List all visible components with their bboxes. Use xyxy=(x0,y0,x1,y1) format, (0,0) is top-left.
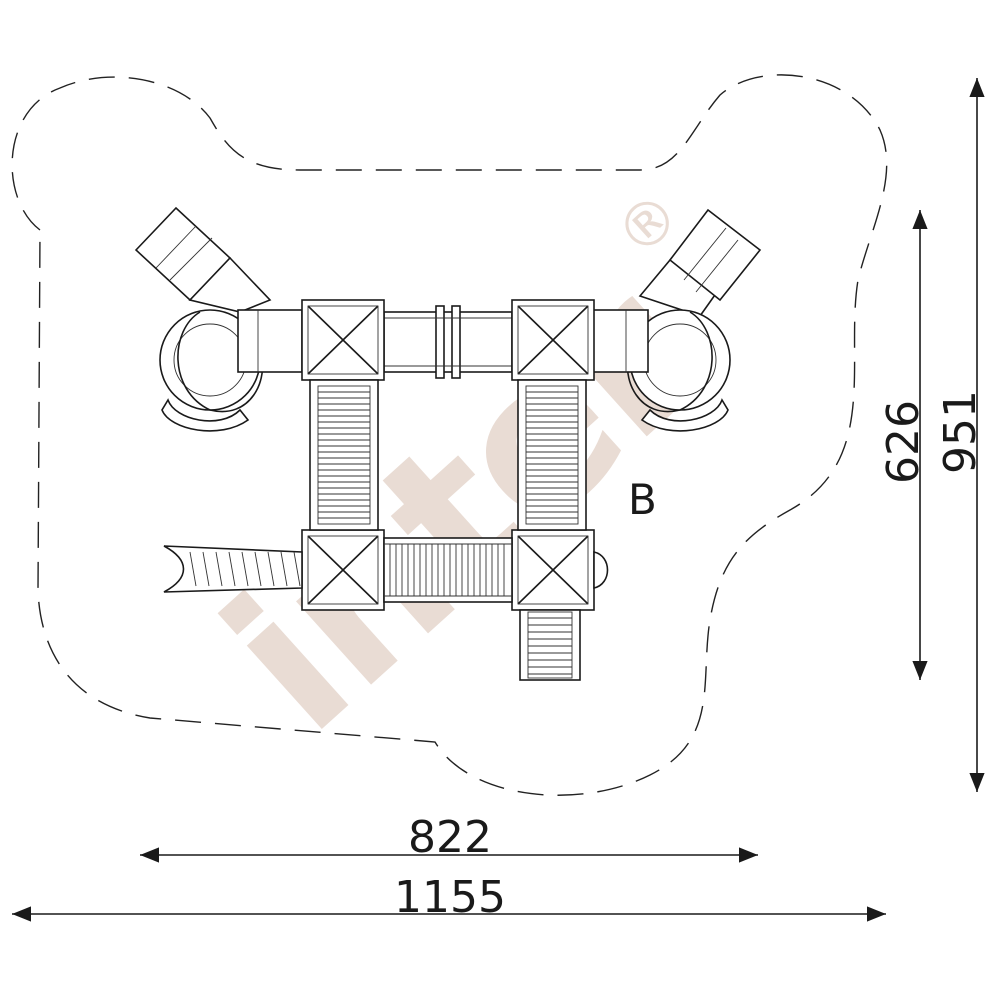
spiral-slide-left xyxy=(134,206,303,432)
dimension-height-outer: 951 xyxy=(935,78,986,792)
zone-label: B xyxy=(628,475,657,524)
dimension-height-inner-label: 626 xyxy=(878,400,929,484)
platform-bottom-right xyxy=(511,529,609,611)
drawing-line xyxy=(202,551,210,587)
platform-top-left xyxy=(301,299,385,381)
drawing-line xyxy=(280,551,288,587)
dimension-height-outer-label: 951 xyxy=(935,390,986,474)
drawing-line xyxy=(241,551,249,587)
dimension-width-outer: 1155 xyxy=(12,872,886,923)
drawing-line xyxy=(267,551,275,587)
drawing-line xyxy=(293,551,301,587)
drawing-line xyxy=(215,551,223,587)
dimension-width-inner: 822 xyxy=(140,812,758,863)
drawing-line xyxy=(254,551,262,587)
platform-bottom-left xyxy=(301,529,385,611)
spiral-slide-right xyxy=(591,208,762,432)
drawing-line xyxy=(228,551,236,587)
tunnel-bridge xyxy=(383,305,513,379)
stairs-bottom xyxy=(519,609,581,681)
platform-top-right xyxy=(511,299,595,381)
ladder-bridge-left xyxy=(309,379,379,531)
dimension-width-inner-label: 822 xyxy=(408,812,492,863)
slat-bridge-bottom xyxy=(383,537,513,603)
drawing-line xyxy=(189,551,197,587)
play-structure xyxy=(134,206,762,681)
dimension-height-inner: 626 xyxy=(878,210,929,680)
wave-slide-left xyxy=(163,545,303,593)
ladder-bridge-right xyxy=(517,379,587,531)
safety-zone-outline xyxy=(11,74,888,796)
dimension-width-outer-label: 1155 xyxy=(394,872,506,923)
